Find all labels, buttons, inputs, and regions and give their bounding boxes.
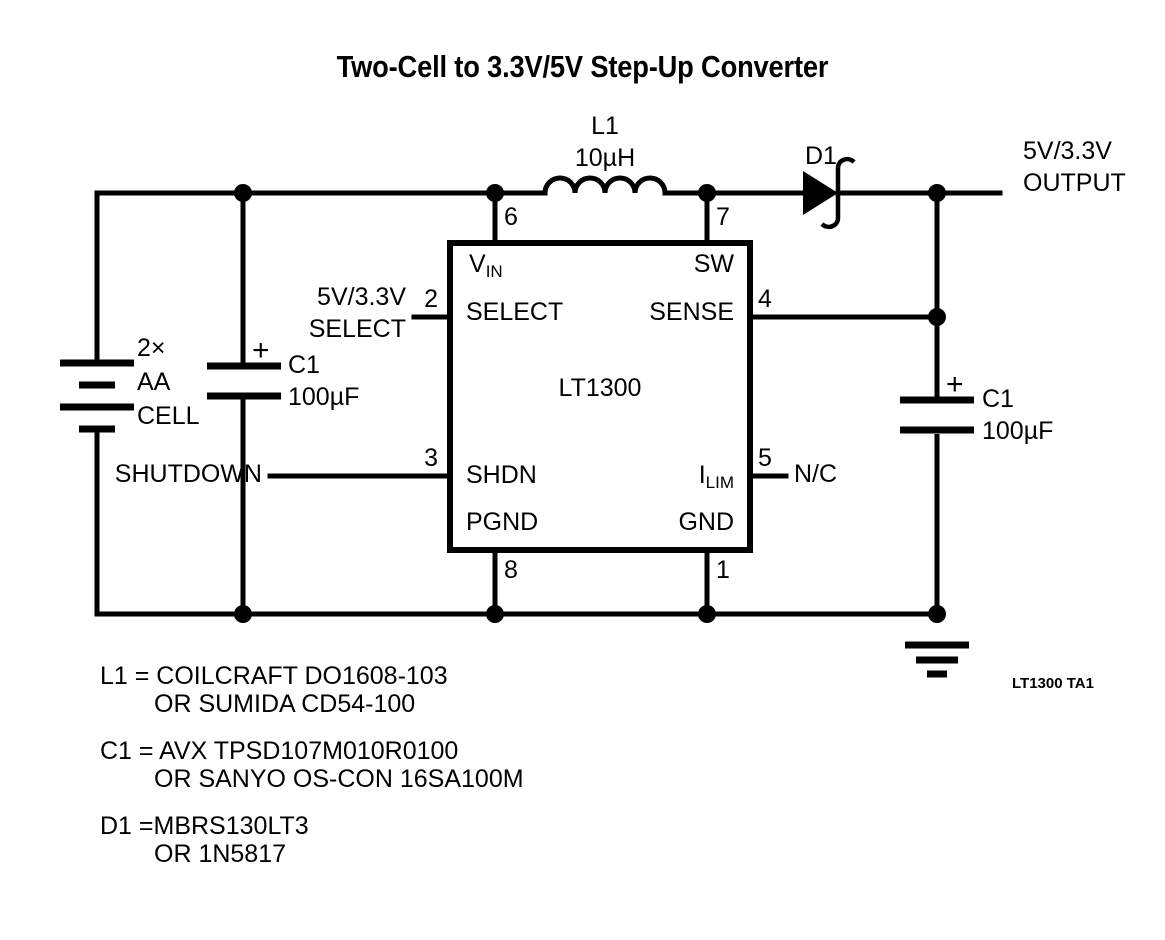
pin-name-pgnd: PGND xyxy=(466,508,539,536)
ic-part-name: LT1300 xyxy=(558,374,642,402)
pin-number-5: 5 xyxy=(758,444,772,472)
note-c1-line2: OR SANYO OS-CON 16SA100M xyxy=(154,765,524,793)
cap-out-polarity-label: + xyxy=(946,368,964,401)
pin-name-ilim-sub: LIM xyxy=(705,473,734,492)
ic-body-lt1300 xyxy=(447,240,753,553)
select-input-label-select: SELECT xyxy=(308,315,406,343)
shutdown-input-label: SHUTDOWN xyxy=(114,460,262,488)
cap-in-value-label: 100µF xyxy=(288,383,360,411)
battery-label-cell: CELL xyxy=(137,402,200,430)
battery-label-count: 2× xyxy=(137,334,166,362)
pin-number-2: 2 xyxy=(424,285,438,313)
pin-name-sw: SW xyxy=(693,250,734,278)
nc-label: N/C xyxy=(794,460,838,488)
pin-number-4: 4 xyxy=(758,285,772,313)
pin-number-8: 8 xyxy=(504,556,518,584)
select-input-label-voltage: 5V/3.3V xyxy=(317,283,406,311)
pin-number-1: 1 xyxy=(716,556,730,584)
note-d1-line2: OR 1N5817 xyxy=(154,840,287,868)
diode-triangle-d1 xyxy=(803,171,838,215)
pin-number-6: 6 xyxy=(504,203,518,231)
inductor-value-label: 10µH xyxy=(574,144,636,172)
page-title: Two-Cell to 3.3V/5V Step-Up Converter xyxy=(336,49,829,84)
pin-name-vin-main: V xyxy=(469,250,486,278)
note-c1-line1: C1 = AVX TPSD107M010R0100 xyxy=(100,737,459,765)
note-l1-line2: OR SUMIDA CD54-100 xyxy=(154,690,416,718)
note-l1-line1: L1 = COILCRAFT DO1608-103 xyxy=(100,662,448,690)
document-code: LT1300 TA1 xyxy=(1012,675,1094,692)
cap-out-ref-label: C1 xyxy=(982,385,1014,413)
junction-dot-vin-top xyxy=(234,184,252,202)
output-label-output: OUTPUT xyxy=(1023,169,1126,197)
pin-name-gnd: GND xyxy=(678,508,734,536)
pin-number-7: 7 xyxy=(716,203,730,231)
note-d1-line1: D1 =MBRS130LT3 xyxy=(100,812,309,840)
inductor-coil-l1 xyxy=(542,175,668,196)
bom-notes: L1 = COILCRAFT DO1608-103 OR SUMIDA CD54… xyxy=(100,662,524,887)
output-label-voltage: 5V/3.3V xyxy=(1023,137,1112,165)
note-block-c1: C1 = AVX TPSD107M010R0100 OR SANYO OS-CO… xyxy=(100,737,524,793)
battery-label-type: AA xyxy=(137,368,171,396)
pin-name-sense: SENSE xyxy=(649,298,734,326)
pin-name-select: SELECT xyxy=(466,298,564,326)
pin-number-3: 3 xyxy=(424,444,438,472)
pin-name-vin: VIN xyxy=(469,250,503,281)
diode-schottky-hook-top xyxy=(835,156,856,169)
pin-name-shdn: SHDN xyxy=(466,461,537,489)
note-block-l1: L1 = COILCRAFT DO1608-103 OR SUMIDA CD54… xyxy=(100,662,524,718)
cap-in-polarity-label: + xyxy=(252,334,270,367)
note-block-d1: D1 =MBRS130LT3 OR 1N5817 xyxy=(100,812,524,868)
diode-ref-label: D1 xyxy=(805,142,837,170)
cap-in-ref-label: C1 xyxy=(288,351,320,379)
pin-name-ilim-main: I xyxy=(698,461,706,489)
cap-out-value-label: 100µF xyxy=(982,417,1054,445)
inductor-ref-label: L1 xyxy=(591,112,619,140)
pin-name-ilim: ILIM xyxy=(584,461,734,492)
pin-name-vin-sub: IN xyxy=(485,262,503,281)
diode-schottky-hook-bottom xyxy=(820,217,841,230)
